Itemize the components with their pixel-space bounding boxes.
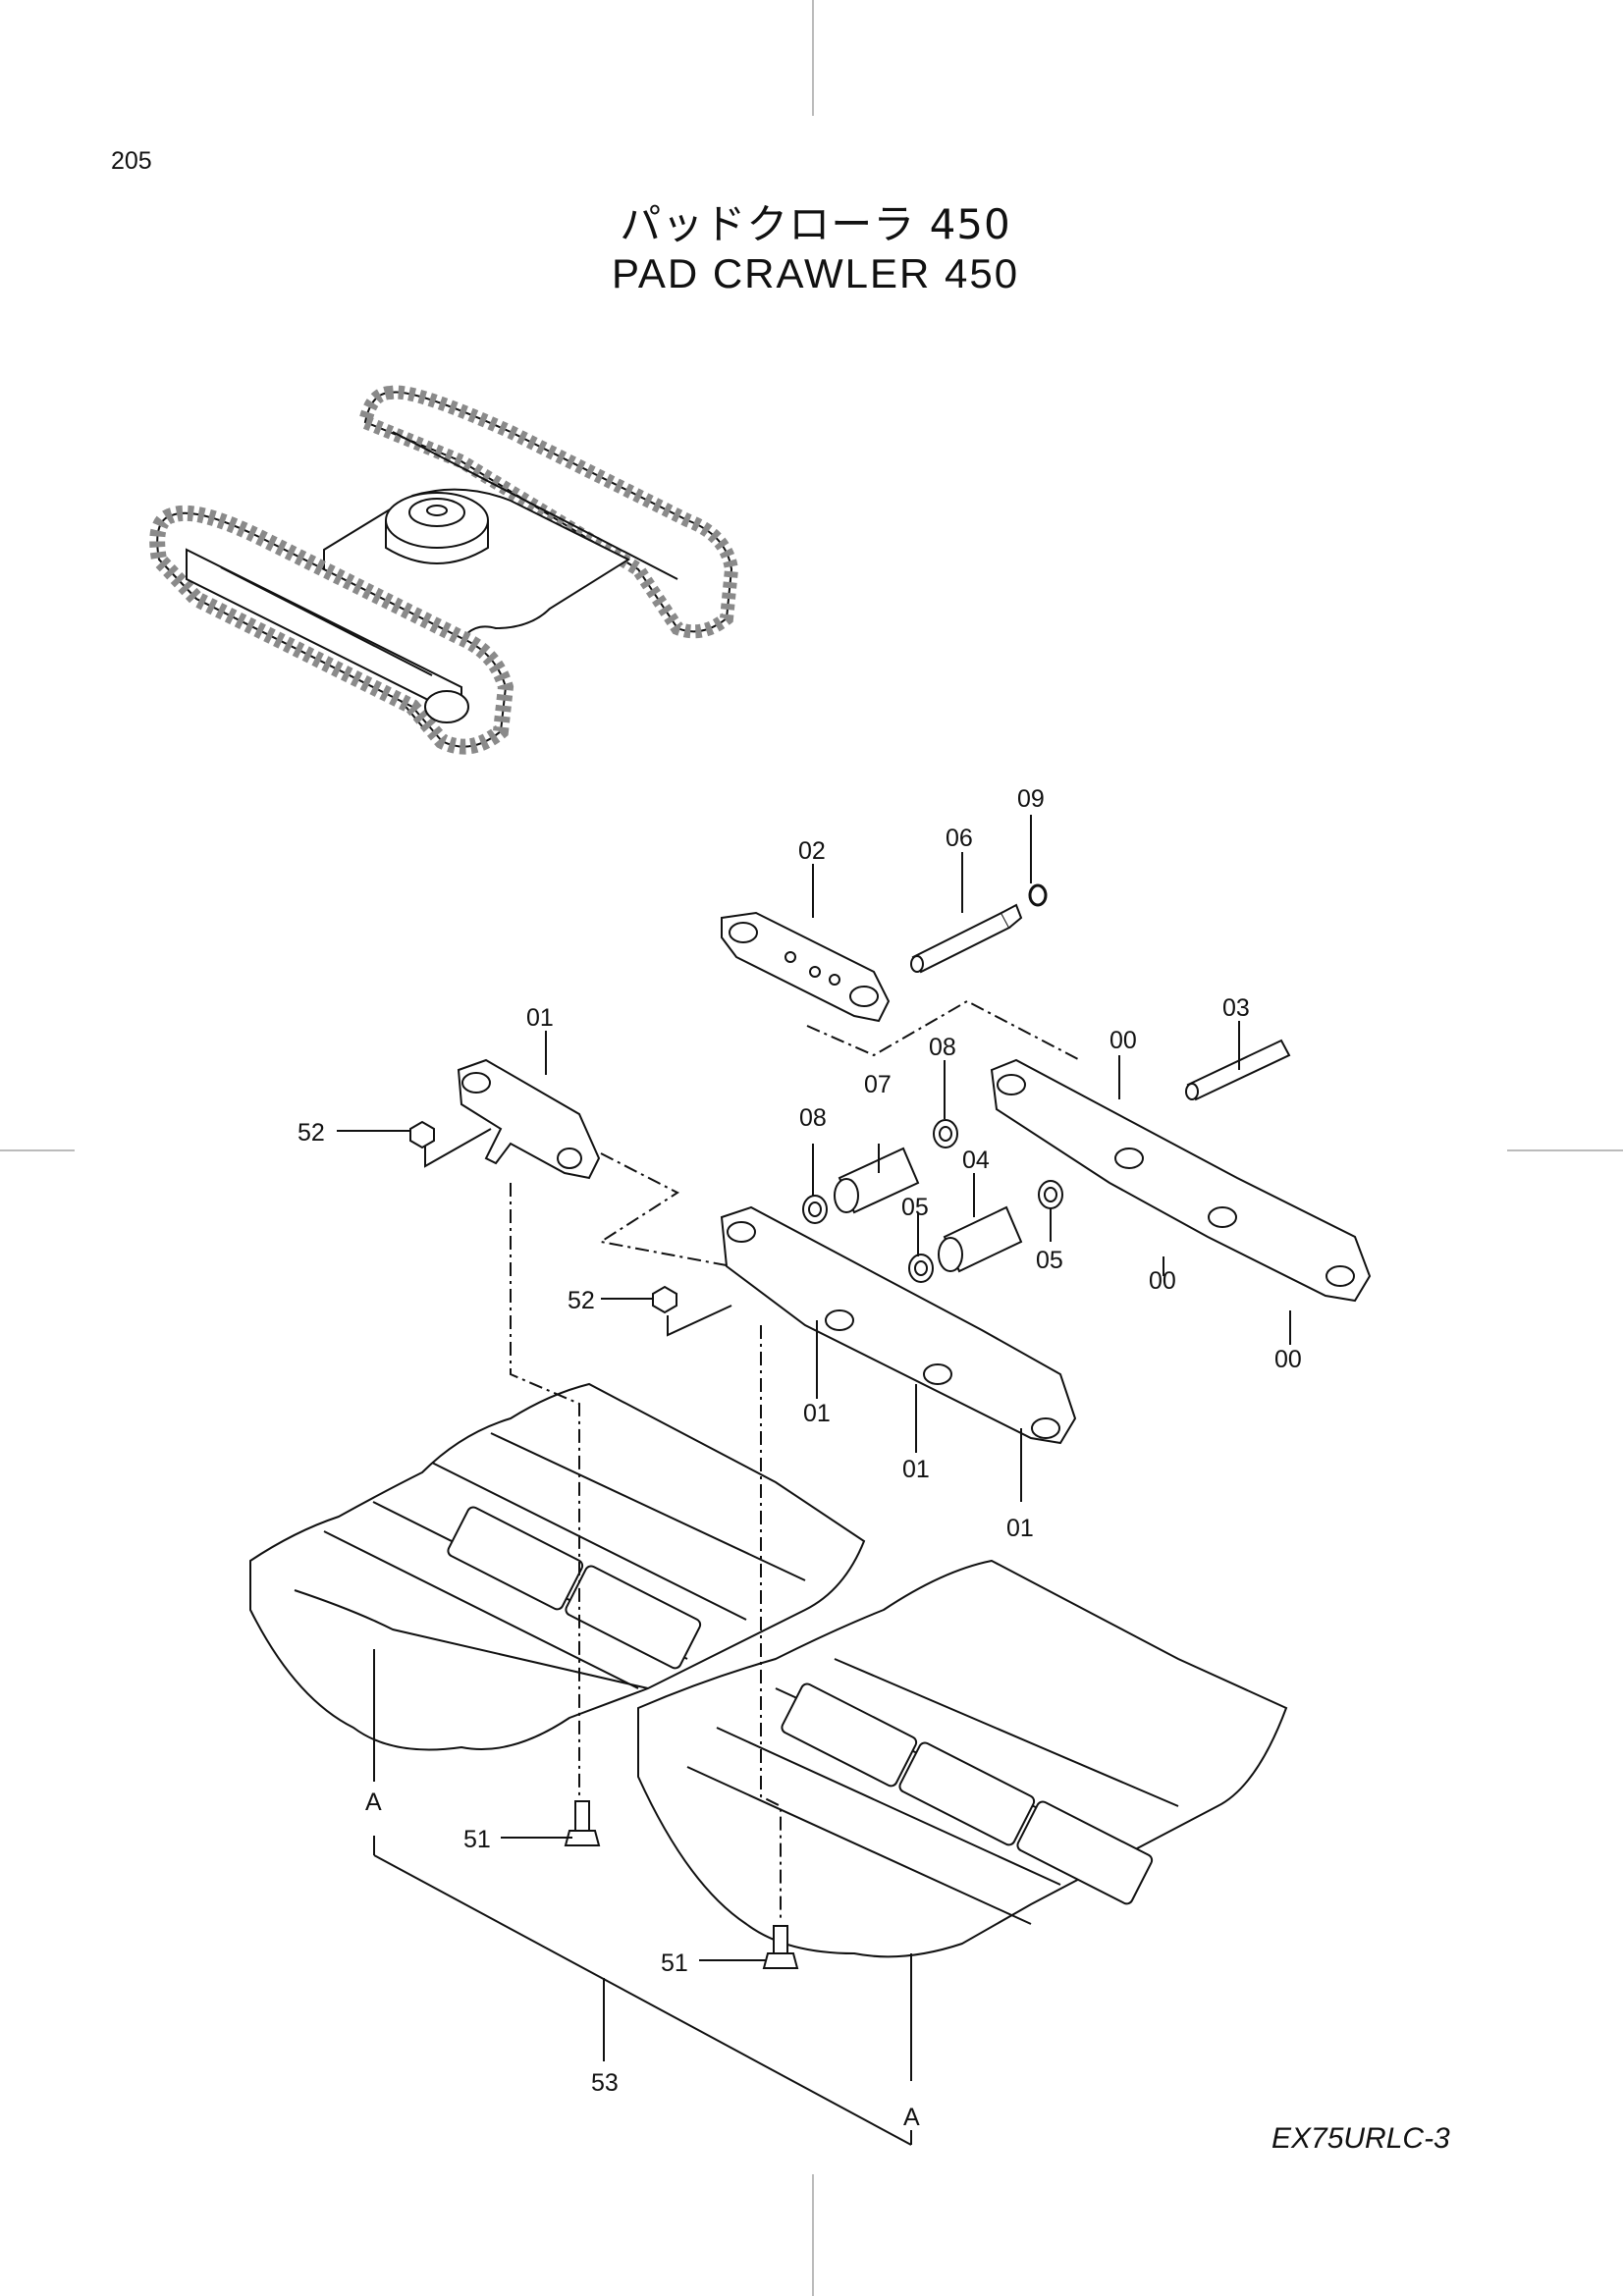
bolts	[564, 1800, 799, 1969]
model-code: EX75URLC-3	[1271, 2122, 1450, 2155]
reference-a: A	[903, 2104, 920, 2131]
callout-52: 52	[298, 1119, 325, 1147]
shoe-pads	[249, 1382, 1288, 1958]
callout-07: 07	[864, 1071, 892, 1098]
title-english: PAD CRAWLER 450	[611, 250, 1020, 296]
callouts: 00 00 00 01 01 01 01 02 03 04 05 05 06 0…	[298, 785, 1302, 2131]
callout-53: 53	[591, 2069, 619, 2097]
callout-09: 09	[1017, 785, 1045, 813]
callout-04: 04	[962, 1147, 990, 1174]
callout-00: 00	[1149, 1267, 1176, 1295]
callout-05: 05	[1036, 1247, 1063, 1274]
callout-05: 05	[901, 1194, 929, 1221]
leader-lines	[337, 815, 1291, 2146]
page-number: 205	[111, 147, 152, 175]
callout-02: 02	[798, 837, 826, 865]
callout-01: 01	[803, 1400, 831, 1427]
reference-a: A	[365, 1789, 382, 1816]
callout-01: 01	[1006, 1515, 1034, 1542]
callout-01: 01	[526, 1004, 554, 1032]
callout-00: 00	[1274, 1346, 1302, 1373]
callout-08: 08	[799, 1104, 827, 1132]
callout-52: 52	[568, 1287, 595, 1314]
callout-51: 51	[661, 1949, 688, 1977]
callout-08: 08	[929, 1034, 956, 1061]
title-japanese: パッドクローラ 450	[620, 200, 1011, 248]
callout-51: 51	[463, 1826, 491, 1853]
callout-03: 03	[1222, 994, 1250, 1022]
callout-01: 01	[902, 1456, 930, 1483]
undercarriage-illustration	[149, 385, 739, 755]
track-links	[409, 883, 1372, 1445]
callout-06: 06	[946, 825, 973, 852]
callout-00: 00	[1109, 1027, 1137, 1054]
